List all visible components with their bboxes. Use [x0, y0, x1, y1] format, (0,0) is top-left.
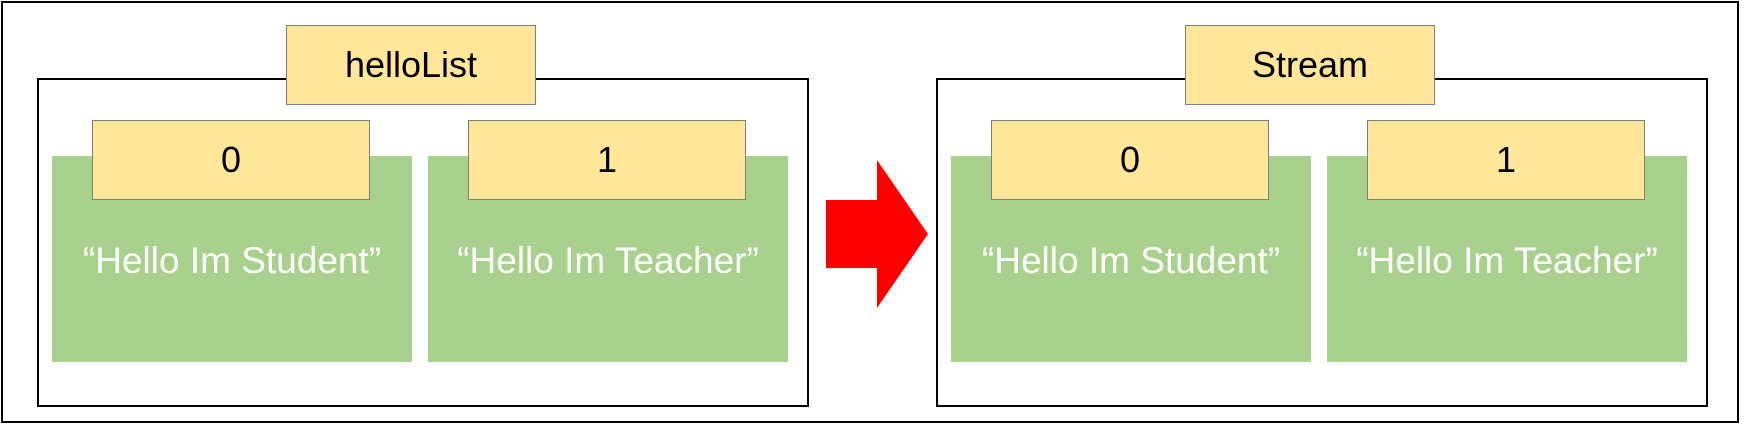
- hellolist-item-1-text: “Hello Im Teacher”: [457, 240, 759, 281]
- hellolist-item-1-index: 1: [468, 120, 746, 200]
- stream-title: Stream: [1185, 25, 1435, 105]
- stream-item-0-index: 0: [991, 120, 1269, 200]
- hellolist-title: helloList: [286, 25, 536, 105]
- right-arrow-icon: [826, 160, 928, 308]
- stream-item-1-text: “Hello Im Teacher”: [1356, 240, 1658, 281]
- stream-item-0-text: “Hello Im Student”: [981, 240, 1281, 281]
- stream-item-1-index: 1: [1367, 120, 1645, 200]
- hellolist-item-0-text: “Hello Im Student”: [82, 240, 382, 281]
- hellolist-item-0-index: 0: [92, 120, 370, 200]
